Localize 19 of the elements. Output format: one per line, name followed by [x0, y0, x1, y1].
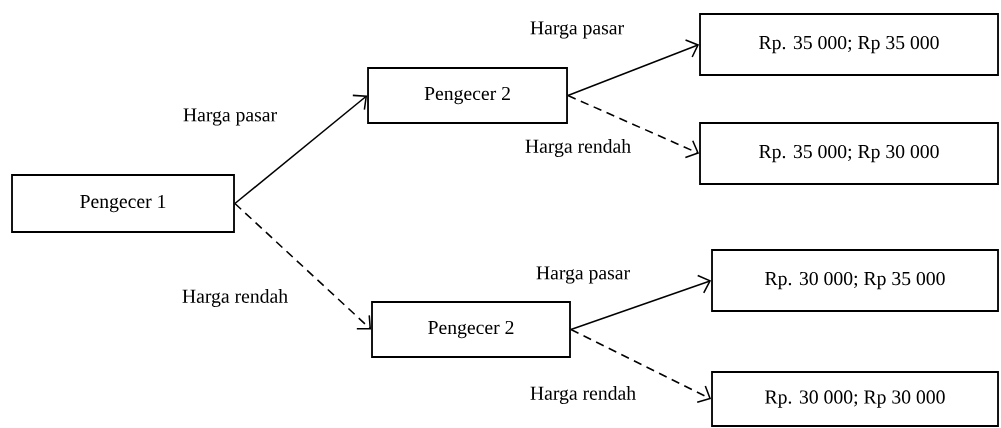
edge-label: Harga rendah [182, 289, 288, 307]
edge-label: Harga pasar [536, 266, 630, 284]
edge-label: Harga pasar [183, 108, 277, 126]
edge-label: Harga pasar [530, 21, 624, 39]
arrow [567, 94, 700, 159]
edge-label: Harga rendah [530, 386, 636, 404]
arrow [567, 39, 700, 97]
arrow [570, 274, 712, 331]
price-box: Rp. 30 000; Rp 30 000 [711, 371, 999, 427]
retailer-box: Pengecer 2 [371, 301, 571, 358]
price-box: Rp. 30 000; Rp 35 000 [711, 249, 999, 312]
arrow [234, 94, 368, 205]
arrow [234, 202, 372, 330]
retailer-box: Pengecer 1 [11, 174, 235, 233]
edge-label: Harga rendah [525, 139, 631, 157]
arrow [570, 328, 712, 404]
price-box: Rp. 35 000; Rp 35 000 [699, 13, 999, 76]
price-box: Rp. 35 000; Rp 30 000 [699, 122, 999, 185]
retailer-box: Pengecer 2 [367, 67, 568, 124]
